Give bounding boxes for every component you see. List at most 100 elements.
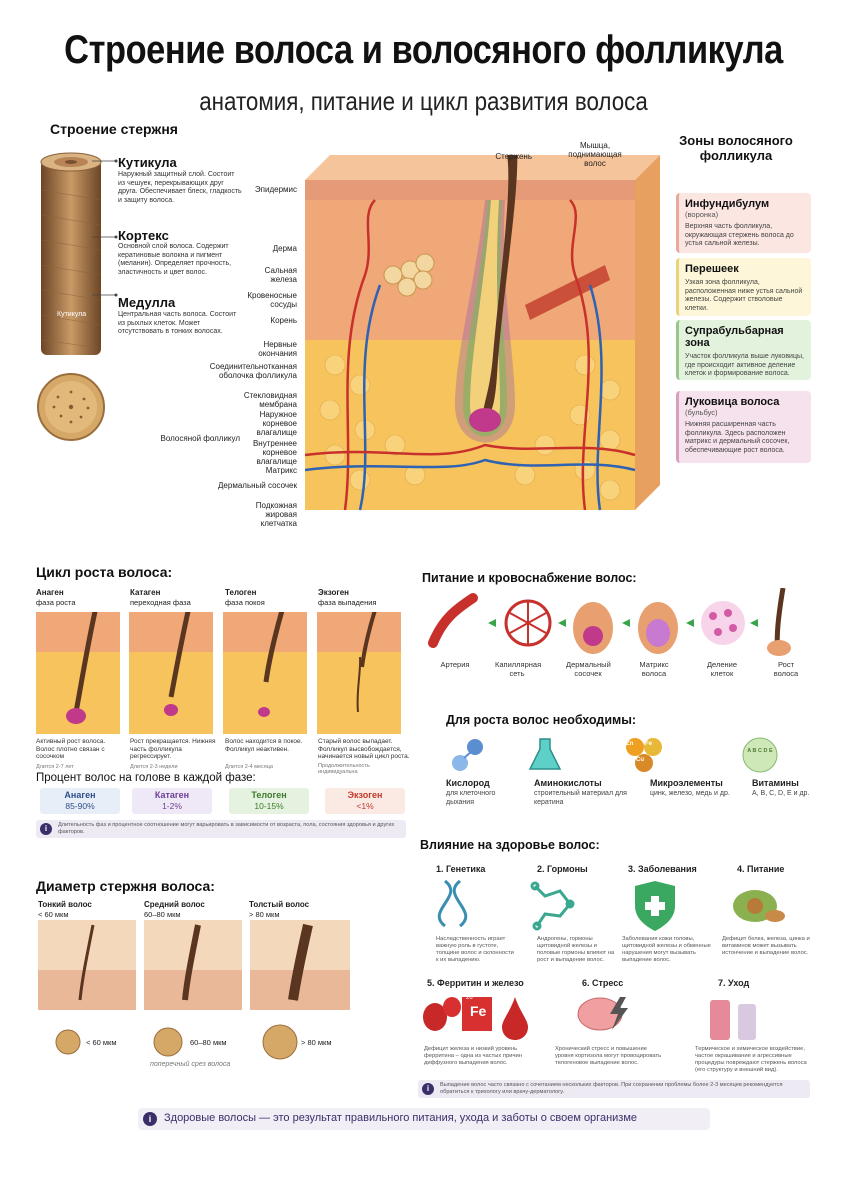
- label-nerve-endings: Нервные окончания: [258, 340, 297, 358]
- nutrition-step-growth: Рост волоса: [773, 660, 799, 678]
- need-micro-title: Микроэлементы: [650, 778, 723, 788]
- factor-ferritin-title: 5. Ферритин и железо: [427, 978, 524, 988]
- phase-catagen-dur: Длится 2-3 недели: [130, 764, 178, 770]
- shield-icon: [635, 881, 675, 931]
- percent-exogen: Экзоген<1%: [325, 788, 405, 814]
- flask-icon: [528, 738, 562, 770]
- footer-text: Здоровые волосы — это результат правильн…: [164, 1112, 638, 1124]
- label-matrix: Матрикс: [265, 466, 297, 475]
- phase-anagen-dur: Длится 2-7 лет: [36, 764, 74, 770]
- factor-genetics-title: 1. Генетика: [436, 864, 486, 874]
- iron-icon-number: 26: [466, 995, 473, 1001]
- food-icon: [733, 890, 785, 922]
- phase-anagen-sub: фаза роста: [36, 598, 76, 607]
- cuticle-desc: Наружный защитный слой. Состоит из чешуе…: [118, 171, 242, 204]
- factor-stress-desc: Хронический стресс и повышение уровня ко…: [555, 1046, 662, 1066]
- zone-desc: Участок фолликула выше луковицы, где про…: [685, 353, 804, 377]
- factor-nutrition-desc: Дефицит белка, железа, цинка и витаминов…: [722, 936, 810, 956]
- zn-icon-text: Zn: [626, 741, 634, 747]
- nutrition-chain-illustration: [428, 588, 791, 656]
- need-vitamins-title: Витамины: [752, 778, 799, 788]
- diameter-caption: поперечный срез волоса: [150, 1061, 231, 1068]
- factor-ferritin-desc: Дефицит железа и низкий уровень ферритин…: [424, 1046, 522, 1066]
- label-hair-follicle: Волосяной фолликул: [160, 434, 240, 443]
- label-glassy-membrane: Стекловидная мембрана: [243, 391, 297, 409]
- nutrition-step-papilla: Дермальный сосочек: [566, 660, 611, 678]
- page-subtitle: анатомия, питание и цикл развития волоса: [199, 86, 648, 116]
- need-vitamins-desc: A, B, C, D, E и др.: [752, 790, 810, 797]
- health-icons-row1: [437, 879, 785, 931]
- cortex-title: Кортекс: [118, 228, 169, 243]
- factor-care-desc: Термическое и химическое воздействие, ча…: [695, 1046, 807, 1073]
- diameter-thin-range: < 60 мкм: [38, 910, 69, 919]
- phase-catagen-desc: Рост прекращается. Нижняя часть фолликул…: [130, 738, 216, 760]
- label-root: Корень: [270, 316, 297, 325]
- iron-icon: [462, 997, 492, 1031]
- zone-bulb: Луковица волоса (бульбус) Нижняя расшире…: [676, 391, 811, 463]
- zone-infundibulum: Инфундибулум (воронка) Верхняя часть фол…: [676, 193, 811, 253]
- lightning-icon: [610, 997, 628, 1030]
- label-sebaceous-gland: Сальная железа: [264, 266, 297, 284]
- diameter-medium-name: Средний волос: [144, 900, 205, 909]
- zone-title: Инфундибулум: [685, 198, 770, 210]
- vitamins-icon-text: A B C D E: [747, 748, 773, 754]
- label-dermis: Дерма: [272, 244, 297, 253]
- factor-hormones-desc: Андрогены, гормоны щитовидной железы и п…: [537, 936, 615, 963]
- zone-isthmus: Перешеек Узкая зона фолликула, расположе…: [676, 258, 811, 316]
- phase-catagen-name: Катаген: [130, 588, 161, 597]
- bottles-icon: [710, 1000, 756, 1040]
- need-oxygen-desc: для клеточного дыхания: [446, 790, 496, 806]
- follicle-anatomy-illustration: [305, 155, 660, 511]
- hair-shaft-illustration: [40, 152, 102, 355]
- dna-icon: [437, 879, 468, 928]
- needs-icons: [452, 737, 778, 773]
- factor-genetics-desc: Наследственность играет важную роль в гу…: [436, 936, 514, 963]
- hormone-icon: [530, 881, 575, 931]
- label-outer-root-sheath: Наружное корневое влагалище: [256, 410, 297, 437]
- percent-heading: Процент волос на голове в каждой фазе:: [36, 772, 256, 784]
- factor-diseases-desc: Заболевания кожи головы, щитовидной желе…: [622, 936, 711, 963]
- cuticle-title: Кутикула: [118, 155, 177, 170]
- phase-exogen-name: Экзоген: [318, 588, 349, 597]
- zone-sub: (воронка): [685, 210, 719, 219]
- percent-name: Экзоген: [347, 790, 383, 800]
- info-icon: i: [40, 823, 52, 835]
- label-epidermis: Эпидермис: [254, 185, 297, 194]
- diameter-heading: Диаметр стержня волоса:: [36, 878, 215, 894]
- factor-stress-title: 6. Стресс: [582, 978, 624, 988]
- diameter-thick-name: Толстый волос: [249, 900, 310, 909]
- cycle-illustrations: [36, 612, 401, 734]
- oxygen-icon: [452, 739, 483, 771]
- percent-value: 1-2%: [162, 801, 182, 811]
- microelements-icon: [626, 738, 662, 772]
- percent-value: 85-90%: [65, 801, 95, 811]
- label-blood-vessels: Кровеносные сосуды: [247, 291, 297, 309]
- label-inner-root-sheath: Внутреннее корневое влагалище: [252, 439, 297, 466]
- phase-telogen-name: Телоген: [225, 588, 257, 597]
- cycle-heading: Цикл роста волоса:: [36, 564, 173, 580]
- medulla-desc: Центральная часть волоса. Состоит из рых…: [118, 311, 237, 335]
- diameter-thick-range: > 80 мкм: [249, 910, 280, 919]
- phase-telogen-sub: фаза покоя: [225, 598, 265, 607]
- phase-exogen-dur: Продолжительность индивидуальна: [318, 763, 370, 775]
- percent-name: Катаген: [154, 790, 190, 800]
- label-connective-sheath: Соединительнотканная оболочка фолликула: [209, 362, 297, 380]
- zones-heading: Зоны волосяного фолликула: [679, 133, 793, 163]
- blood-drop-icon: [502, 997, 528, 1040]
- nutrition-step-capillary: Капиллярная сеть: [495, 660, 542, 678]
- percent-name: Анаген: [64, 790, 96, 800]
- diameter-illustrations: [38, 920, 350, 1060]
- zone-desc: Верхняя часть фолликула, окружающая стер…: [685, 223, 794, 247]
- cycle-note-box: i Длительность фаз и процентное соотноше…: [36, 820, 406, 838]
- phase-telogen-dur: Длится 2-4 месяца: [225, 764, 273, 770]
- zone-title: Перешеек: [685, 263, 739, 275]
- need-amino-title: Аминокислоты: [534, 778, 602, 788]
- fe-icon-text: Fe: [645, 741, 653, 747]
- blood-cells-icon: [423, 997, 461, 1031]
- needs-heading: Для роста волос необходимы:: [446, 713, 637, 727]
- health-heading: Влияние на здоровье волос:: [420, 838, 600, 852]
- shaft-cross-section: [37, 373, 105, 441]
